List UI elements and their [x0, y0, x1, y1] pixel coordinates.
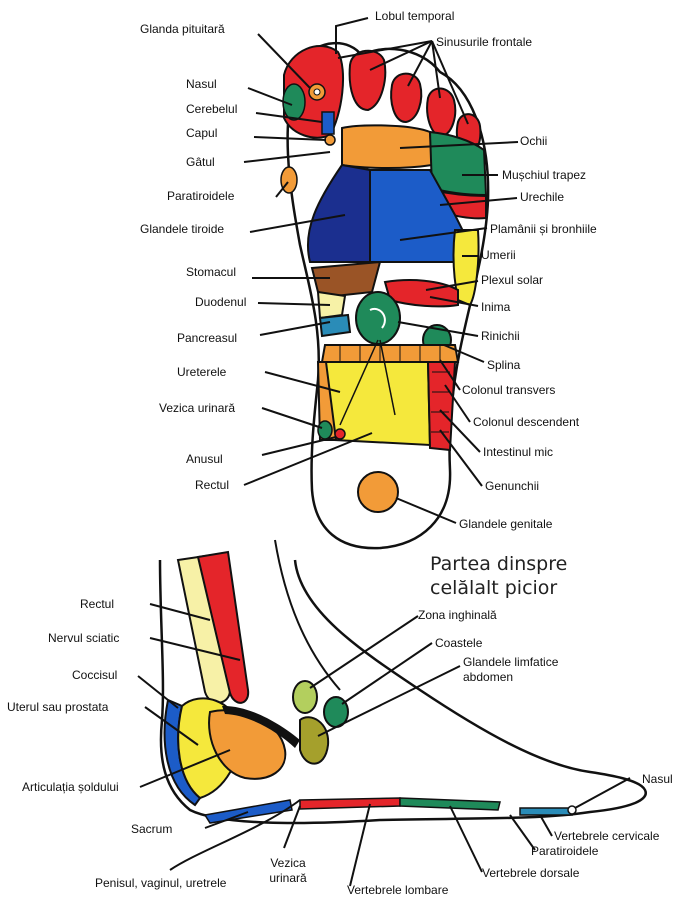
label-nasul: Nasul [186, 77, 217, 91]
label-splina: Splina [487, 358, 520, 372]
label-side-vertebrele-lombare: Vertebrele lombare [347, 883, 448, 897]
label-glandele-genitale: Glandele genitale [459, 517, 552, 531]
label-side-glandele-limf-2: abdomen [463, 670, 513, 684]
caption-line-2: celălalt picior [430, 577, 557, 600]
label-side-vertebrele-dorsale: Vertebrele dorsale [482, 866, 579, 880]
label-plamanii: Plamânii și bronhiile [490, 222, 597, 236]
label-ochii: Ochii [520, 134, 547, 148]
zone-rinichii [356, 292, 400, 344]
label-side-glandele-limf-1: Glandele limfatice [463, 655, 558, 669]
label-side-vezica-1: Vezica [263, 856, 313, 870]
side-vertebrele-cervicale [520, 808, 572, 815]
label-side-vertebrele-cervicale: Vertebrele cervicale [554, 829, 659, 843]
label-rinichii: Rinichii [481, 329, 520, 343]
label-urechile: Urechile [520, 190, 564, 204]
zone-toe-3 [391, 74, 421, 122]
label-glanda-pituitara: Glanda pituitară [140, 22, 225, 36]
label-muschiul-trapez: Mușchiul trapez [502, 168, 586, 182]
label-paratiroidele: Paratiroidele [167, 189, 234, 203]
label-duodenul: Duodenul [195, 295, 246, 309]
label-side-coastele: Coastele [435, 636, 482, 650]
zone-glandele-genitale [358, 472, 398, 512]
label-vezica-urinara: Vezica urinară [159, 401, 235, 415]
label-side-penisul: Penisul, vaginul, uretrele [95, 876, 226, 890]
label-stomacul: Stomacul [186, 265, 236, 279]
caption-line-1: Partea dinspre [430, 553, 567, 576]
label-gatul: Gâtul [186, 155, 215, 169]
label-side-vezica-2: urinară [263, 871, 313, 885]
label-plexul-solar: Plexul solar [481, 273, 543, 287]
label-rectul: Rectul [195, 478, 229, 492]
label-cerebelul: Cerebelul [186, 102, 237, 116]
label-umerii: Umerii [481, 248, 516, 262]
zone-toe-4 [427, 88, 455, 136]
zone-anusul [335, 429, 345, 439]
label-side-nasul: Nasul [642, 772, 673, 786]
zone-pancreasul [320, 315, 350, 336]
sole-view [281, 43, 488, 548]
label-intestinul-mic: Intestinul mic [483, 445, 553, 459]
label-genunchii: Genunchii [485, 479, 539, 493]
label-lobul-temporal: Lobul temporal [375, 9, 454, 23]
label-side-nervul-sciatic: Nervul sciatic [48, 631, 119, 645]
label-side-uterul: Uterul sau prostata [7, 700, 108, 714]
zone-vezica-urinara [318, 421, 332, 439]
label-colonul-descendent: Colonul descendent [473, 415, 579, 429]
label-side-paratiroidele: Paratiroidele [531, 844, 598, 858]
zone-colonul-transvers [322, 345, 458, 362]
label-capul: Capul [186, 126, 217, 140]
label-side-zona-inghinala: Zona inghinală [418, 608, 497, 622]
label-side-coccisul: Coccisul [72, 668, 117, 682]
label-colonul-transvers: Colonul transvers [462, 383, 555, 397]
zone-capul [325, 135, 335, 145]
label-sinusurile-frontale: Sinusurile frontale [436, 35, 532, 49]
zone-cerebelul [322, 112, 334, 134]
label-side-articulatia: Articulația șoldului [22, 780, 119, 794]
label-inima: Inima [481, 300, 510, 314]
label-anusul: Anusul [186, 452, 223, 466]
label-glandele-tiroide: Glandele tiroide [140, 222, 224, 236]
label-side-sacrum: Sacrum [131, 822, 172, 836]
label-pancreasul: Pancreasul [177, 331, 237, 345]
label-side-rectul: Rectul [80, 597, 114, 611]
label-ureterele: Ureterele [177, 365, 226, 379]
side-view [160, 540, 646, 823]
